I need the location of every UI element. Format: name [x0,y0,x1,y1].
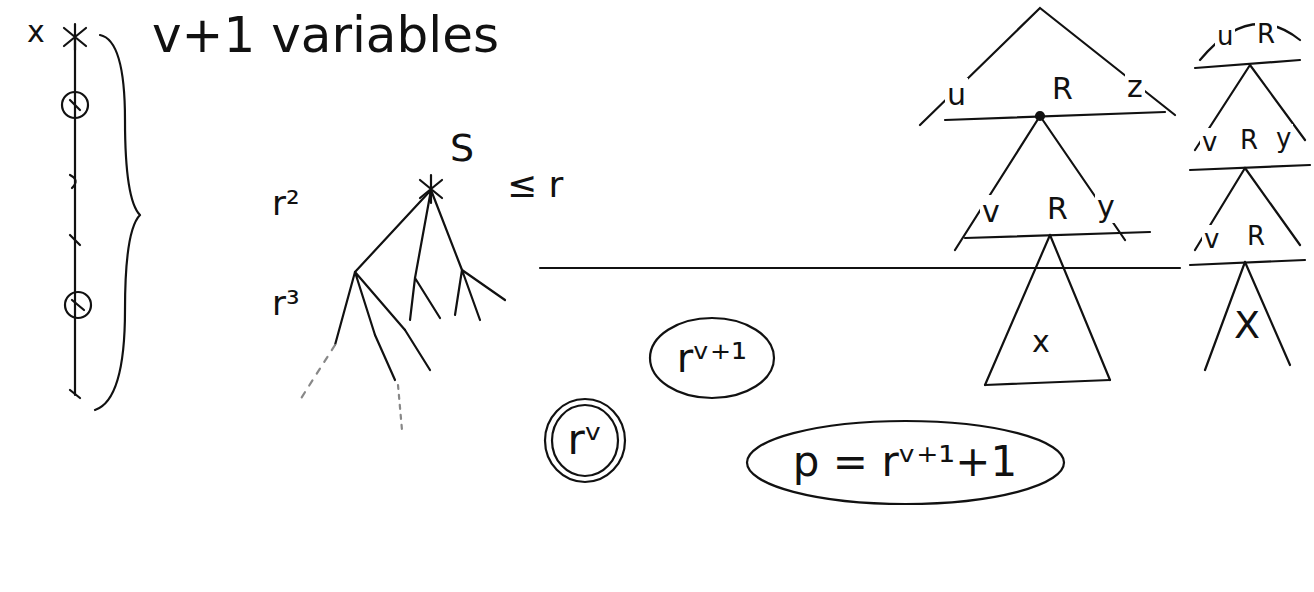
sketch-label: y [1095,190,1117,223]
sketch-label: r³ [270,285,302,322]
sketch-label: R [1050,72,1075,105]
sketch-label: R [1255,20,1277,49]
sketch-label: X [1232,305,1262,347]
sketch-label: R [1245,222,1267,251]
sketch-label: R [1238,126,1260,155]
sketch-label: v [980,195,1002,228]
sketch-label: R [1045,192,1070,225]
circled-expression: p = rᵛ⁺¹+1 [745,419,1066,506]
sketch-label: u [1215,22,1235,51]
sketch-label: v [1200,128,1219,157]
sketch-label: v+1 variables [150,8,501,63]
sketch-label: v [1202,225,1221,254]
sketch-label: x [25,15,47,48]
expression-text: rᵛ [568,417,603,463]
sketch-label: r² [270,185,302,222]
circled-expression: rᵛ [543,397,627,484]
sketch-label: z [1125,70,1145,103]
sketch-label: y [1274,124,1293,153]
expression-text: rᵛ⁺¹ [677,336,747,380]
sketch-label: x [1030,325,1052,358]
circled-expression: rᵛ⁺¹ [648,316,776,400]
sketch-label: u [945,78,968,111]
sketch-label: ≤ r [505,165,565,205]
sketch-label: S [448,128,476,170]
expression-text: p = rᵛ⁺¹+1 [793,439,1017,485]
